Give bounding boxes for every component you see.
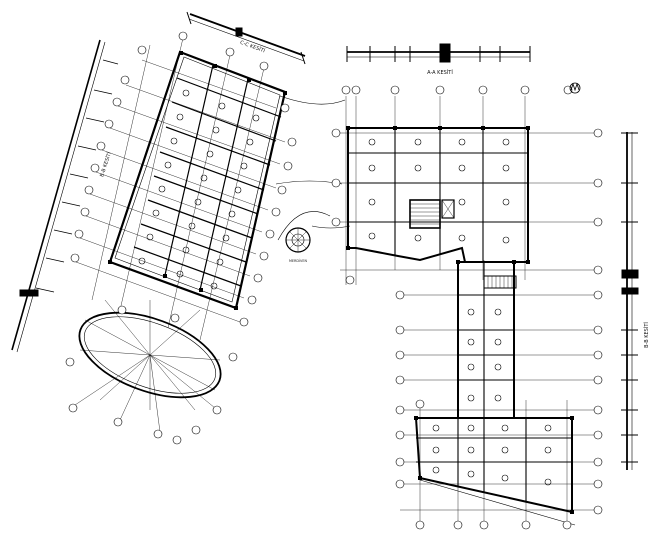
slab-symbols bbox=[138, 89, 260, 290]
main-wing-lower-outline bbox=[414, 417, 573, 514]
section-strip-a bbox=[346, 43, 531, 63]
stair-core bbox=[409, 199, 517, 289]
section-label-b-right: B-B KESİTİ bbox=[643, 322, 650, 348]
rotated-wing-beams bbox=[133, 64, 282, 291]
rotated-wing-grid-bubbles bbox=[70, 31, 297, 327]
section-label-a: A-A KESİTİ bbox=[427, 69, 453, 76]
main-wing-beams bbox=[348, 128, 528, 262]
main-wing-upper-outline bbox=[347, 127, 529, 263]
main-wing: A-A KESİTİ bbox=[331, 43, 650, 530]
north-arrow-icon bbox=[569, 82, 581, 94]
rotunda-grid-bubbles bbox=[65, 305, 238, 445]
main-wing-corridor bbox=[457, 261, 515, 419]
rotated-wing-grid bbox=[75, 37, 286, 341]
section-strip-right bbox=[621, 132, 639, 470]
connector-curve bbox=[279, 95, 346, 105]
main-wing-grid-bubbles bbox=[331, 85, 603, 530]
main-wing-grid bbox=[340, 96, 598, 525]
section-strip-top bbox=[186, 11, 306, 65]
main-slab-symbols bbox=[368, 138, 552, 486]
rotated-wing: B-B KESİTİ C-C KESİTİ bbox=[11, 11, 351, 445]
spiral-stair bbox=[277, 211, 351, 253]
spiral-stair-label: MERDİVEN bbox=[289, 258, 307, 263]
rotated-wing-columns bbox=[108, 51, 287, 310]
section-strip-left bbox=[11, 39, 119, 353]
section-label-b: B-B KESİTİ bbox=[98, 151, 113, 178]
rotunda bbox=[74, 299, 222, 433]
main-wing-columns bbox=[346, 126, 574, 514]
